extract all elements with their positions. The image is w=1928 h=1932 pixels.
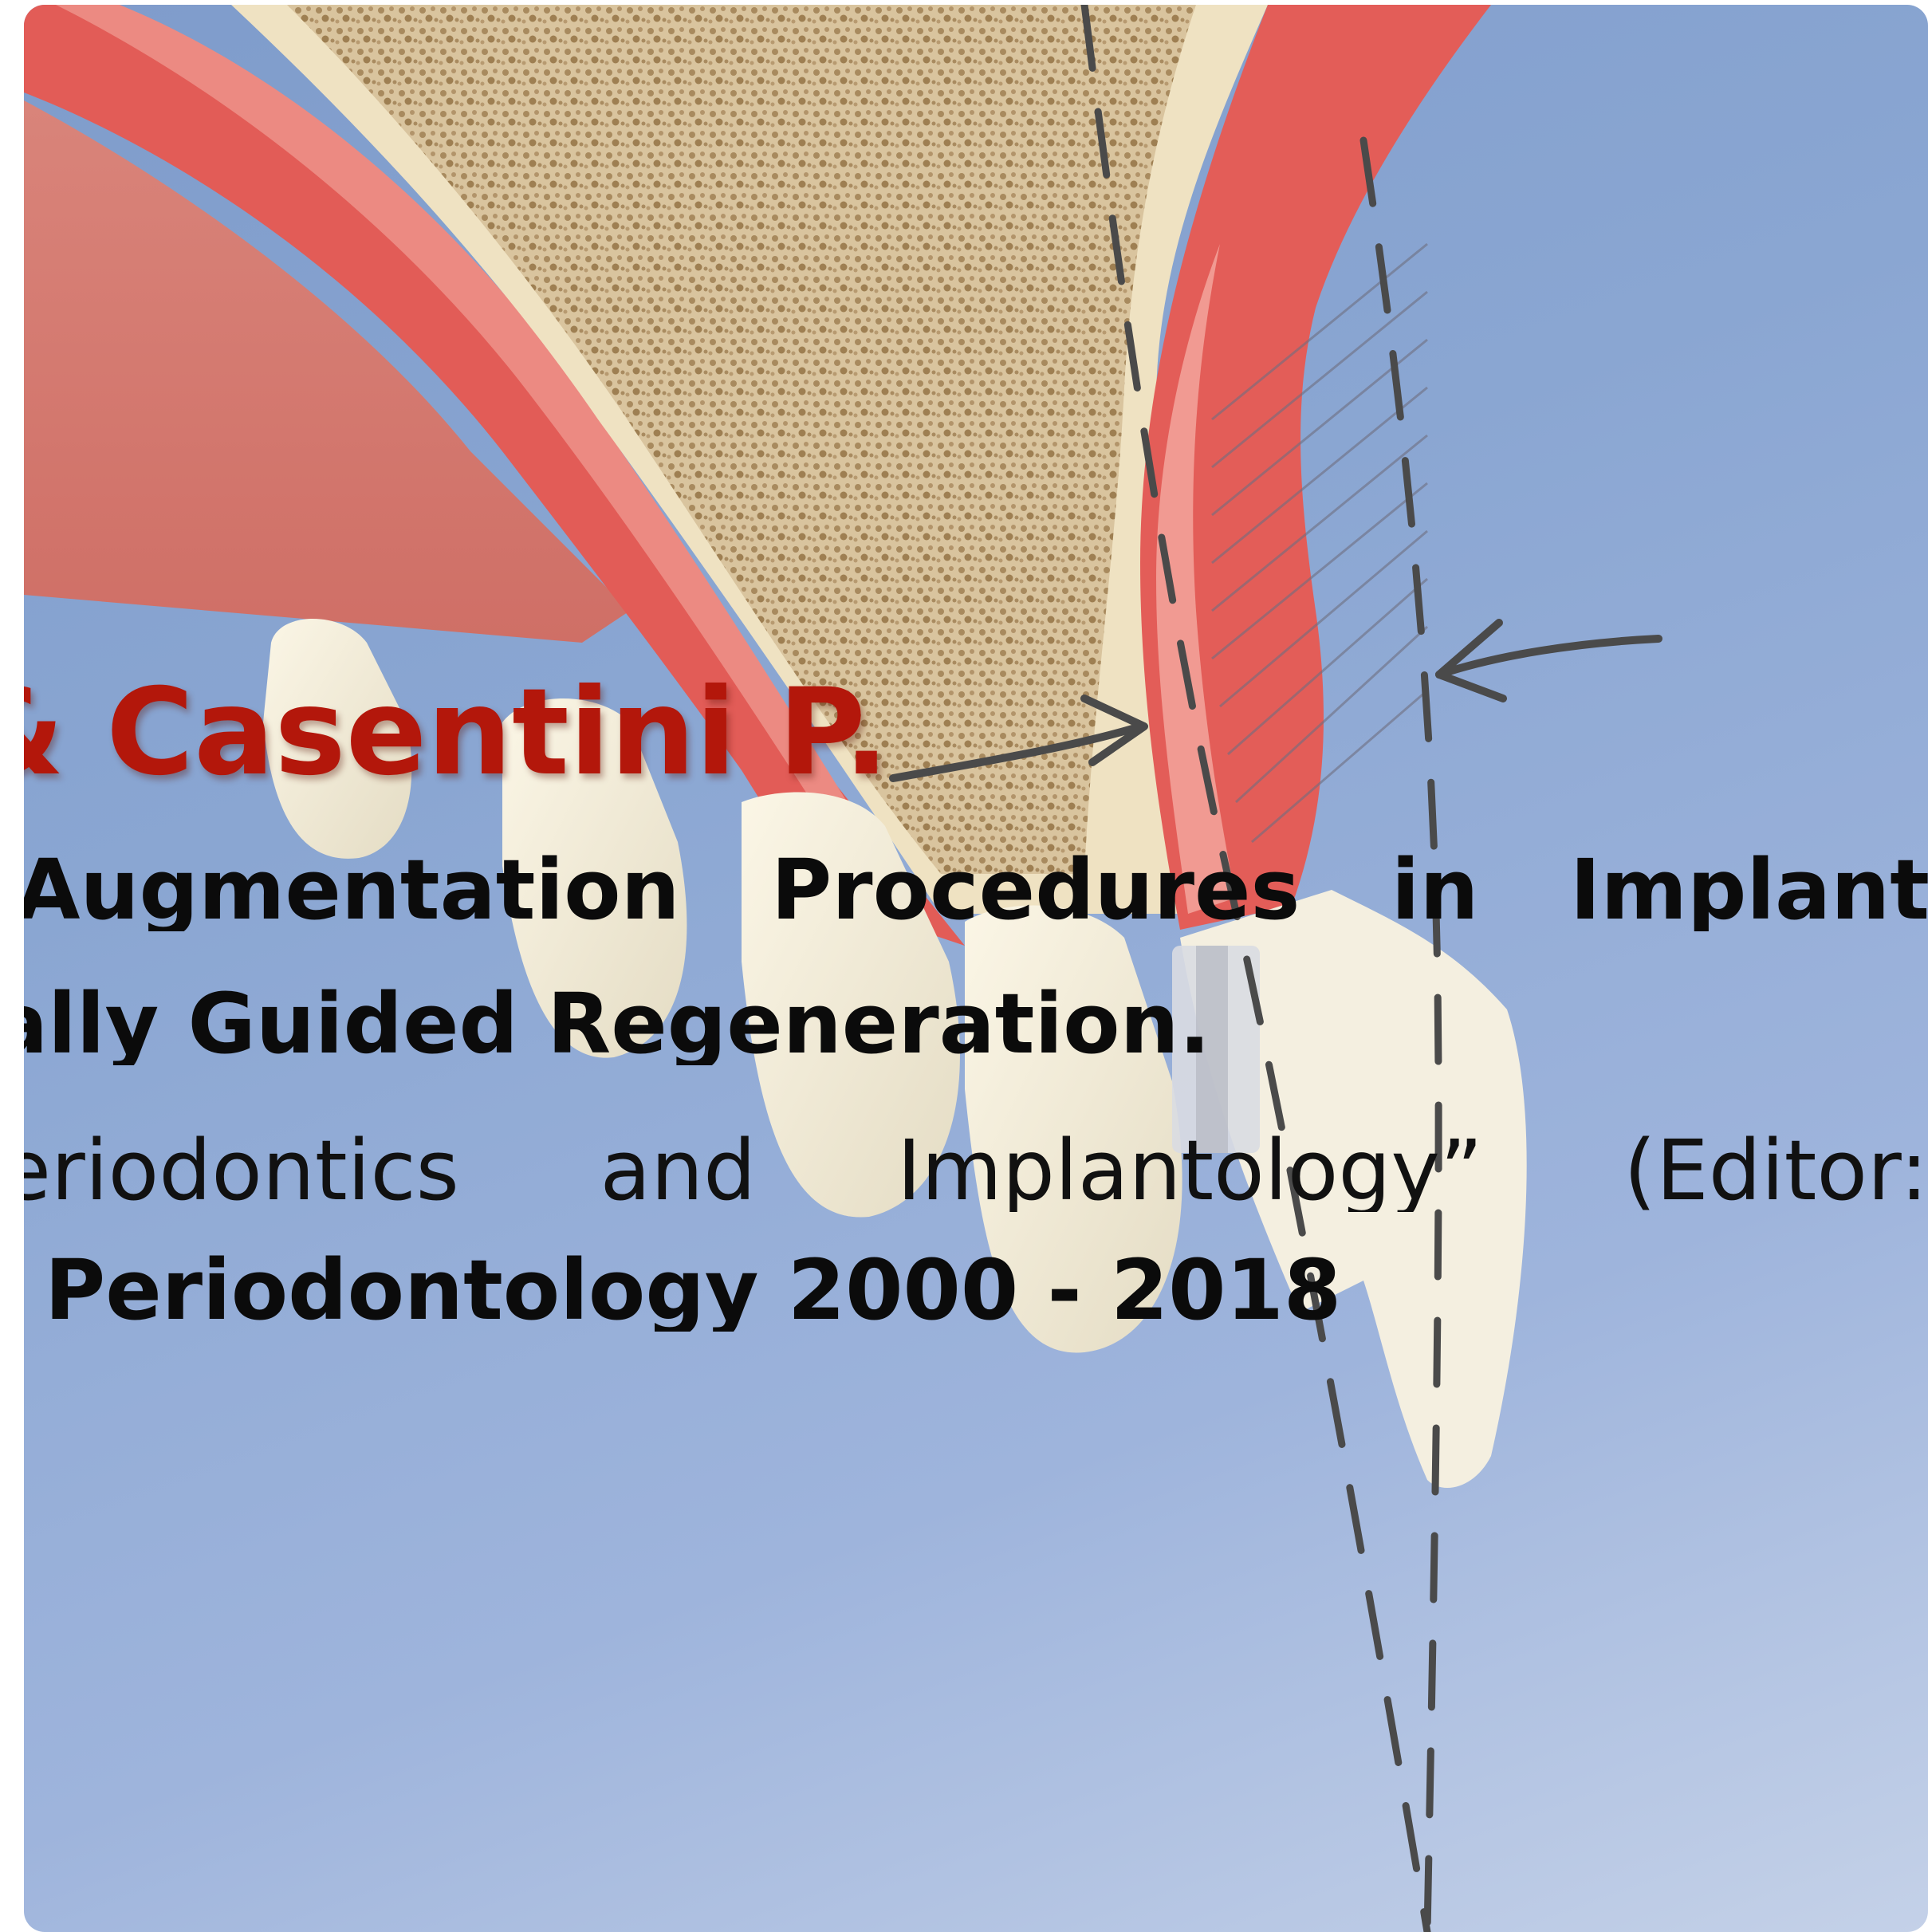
citation-line-1: eriodontics and Implantology” (Editor: bbox=[24, 1129, 1928, 1212]
citation-line-2: Periodontology 2000 - 2018 bbox=[45, 1249, 1341, 1332]
slide: & Casentini P. Augmentation Procedures i… bbox=[24, 5, 1928, 1932]
jaw-cross-section-illustration bbox=[24, 5, 1928, 1932]
authors-heading: & Casentini P. bbox=[24, 673, 889, 793]
article-title-line-2: ally Guided Regeneration. bbox=[24, 982, 1210, 1065]
article-title-line-1: Augmentation Procedures in Implant bbox=[24, 848, 1928, 931]
